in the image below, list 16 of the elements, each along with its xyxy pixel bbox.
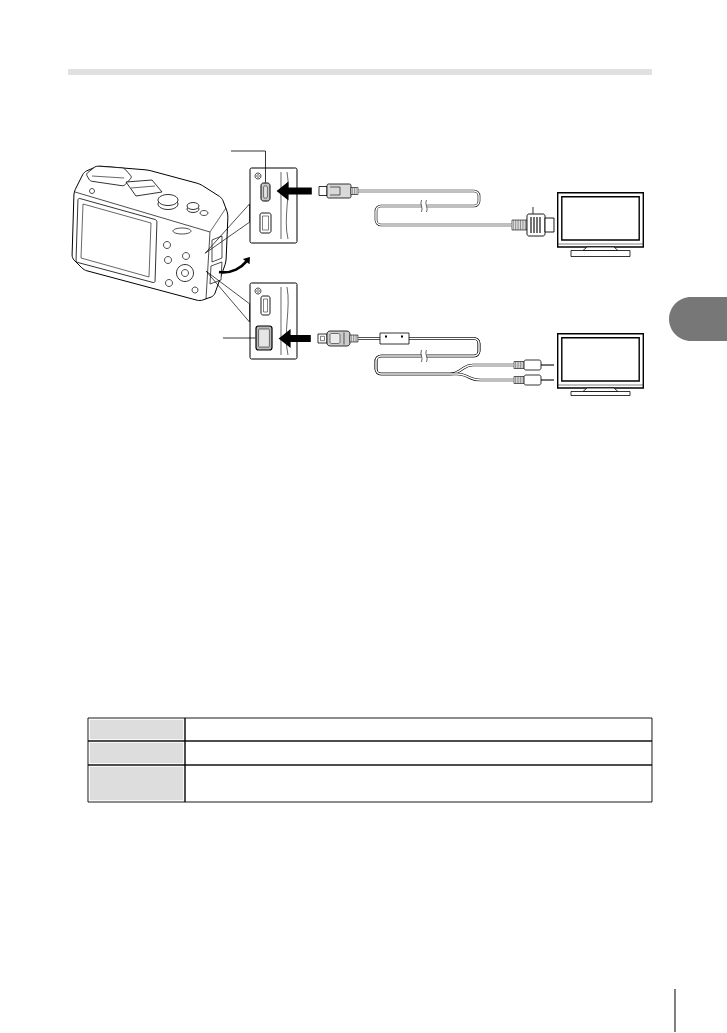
callout-wedge <box>205 270 250 323</box>
cable-plug <box>318 183 359 199</box>
rca-plug <box>513 359 555 371</box>
leader-line <box>532 206 534 215</box>
rca-plug <box>513 374 555 386</box>
television <box>557 192 644 257</box>
leader-line <box>222 337 256 339</box>
port-socket <box>260 182 271 202</box>
cable <box>357 189 513 227</box>
port-socket <box>255 325 273 351</box>
cable-plug <box>511 213 555 237</box>
callout-wedge <box>204 203 250 254</box>
cable-plug <box>317 330 359 347</box>
camera <box>71 165 229 301</box>
television <box>557 333 644 396</box>
leader-line <box>230 150 266 183</box>
